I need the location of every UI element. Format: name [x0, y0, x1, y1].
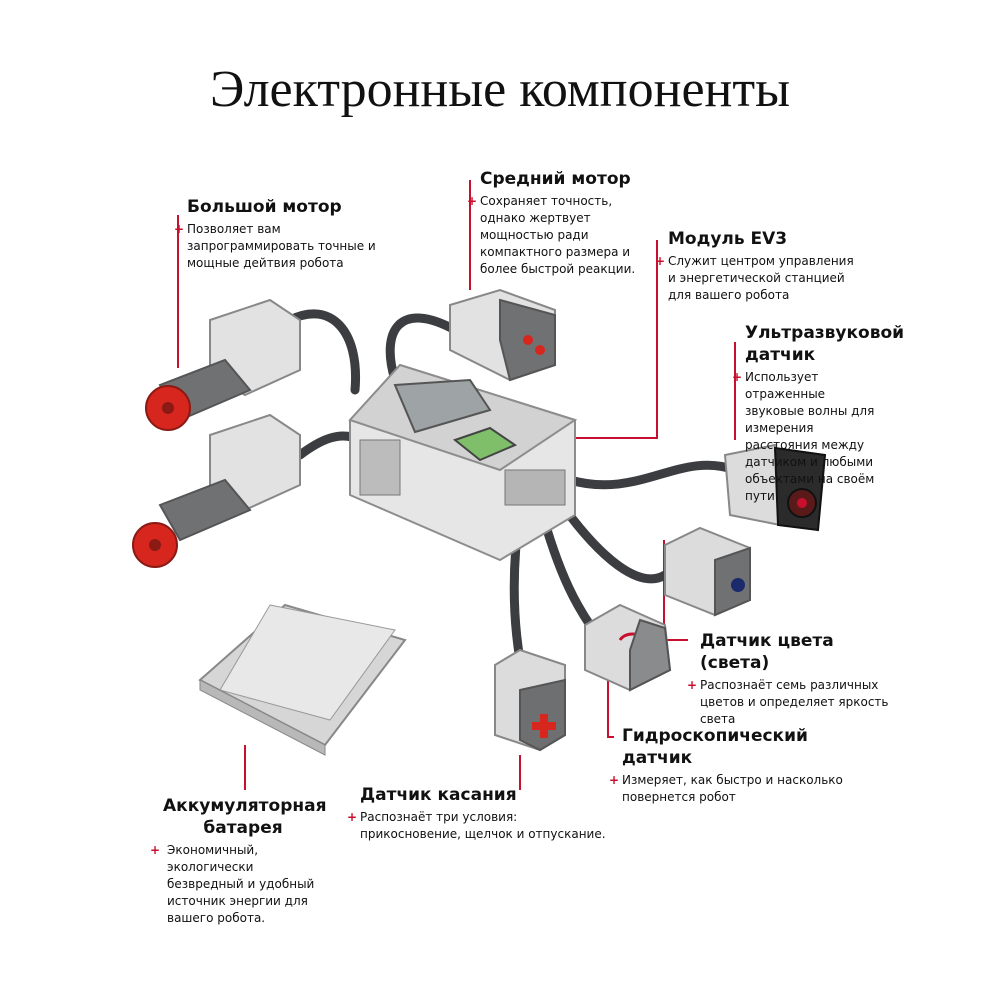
cable-ultrasonic	[565, 460, 740, 490]
color-sensor-desc: Распознаёт семь различных цветов и опред…	[700, 678, 889, 726]
leader-gyro	[607, 678, 614, 738]
color-sensor-title: Датчик цвета (света)	[700, 631, 834, 673]
color-sensor-image	[664, 526, 751, 617]
label-medium-motor: Средний мотор +Сохраняет точность, однак…	[467, 168, 640, 278]
touch-sensor-title: Датчик касания	[360, 785, 517, 805]
ev3-module-title: Модуль EV3	[668, 229, 788, 249]
touch-sensor-image	[494, 648, 566, 752]
plus-icon: +	[467, 194, 478, 208]
leader-ev3-module	[575, 240, 658, 439]
large-motor-image-2	[132, 413, 301, 568]
page-title: Электронные компоненты	[209, 61, 791, 118]
ultrasonic-title: Ультразвуковой датчик	[745, 323, 905, 365]
plus-icon: +	[732, 370, 743, 384]
large-motor-image-1	[145, 298, 301, 431]
touch-sensor-desc: Распознаёт три условия: прикосновение, щ…	[360, 810, 606, 841]
ev3-brick-image	[348, 363, 578, 562]
ultrasonic-desc: Использует отраженные звуковые волны для…	[745, 370, 875, 503]
plus-icon: +	[347, 810, 358, 824]
label-touch-sensor: Датчик касания +Распознаёт три условия: …	[347, 784, 610, 843]
label-ev3-module: Модуль EV3 +Служит центром управления и …	[655, 228, 858, 304]
label-gyro-sensor: Гидроскопический датчик +Измеряет, как б…	[609, 725, 852, 806]
ev3-screen	[393, 378, 492, 434]
plus-icon: +	[609, 773, 620, 787]
ev3-buttons	[452, 426, 518, 462]
cable-large-motor-1	[285, 309, 361, 395]
label-color-sensor: Датчик цвета (света) +Распознаёт семь ра…	[687, 630, 895, 728]
ultrasonic-sensor-image	[723, 443, 827, 532]
large-motor-desc: Позволяет вам запрограммировать точные и…	[187, 222, 376, 270]
large-motor-title: Большой мотор	[187, 197, 342, 217]
plus-icon: +	[655, 254, 666, 268]
label-large-motor: Большой мотор +Позволяет вам запрограмми…	[174, 196, 392, 272]
battery-desc: Экономичный, экологически безвредный и у…	[167, 843, 315, 925]
cable-medium-motor	[385, 313, 460, 385]
medium-motor-image	[449, 288, 556, 382]
battery-image	[198, 603, 407, 756]
label-battery: Аккумуляторная батарея + Экономичный, эко…	[150, 795, 327, 927]
gyro-sensor-title: Гидроскопический датчик	[622, 726, 808, 768]
plus-icon: +	[687, 678, 698, 692]
gyro-sensor-image	[584, 603, 672, 692]
plus-icon: +	[174, 222, 185, 236]
label-ultrasonic: Ультразвуковой датчик +Использует отраже…	[732, 322, 905, 505]
plus-icon: +	[150, 843, 161, 857]
battery-title: Аккумуляторная батарея	[163, 796, 327, 838]
medium-motor-desc: Сохраняет точность, однако жертвует мощн…	[480, 194, 636, 276]
ev3-module-desc: Служит центром управления и энергетическ…	[668, 254, 854, 302]
gyro-sensor-desc: Измеряет, как быстро и насколько поверне…	[622, 773, 843, 804]
medium-motor-title: Средний мотор	[480, 169, 631, 189]
